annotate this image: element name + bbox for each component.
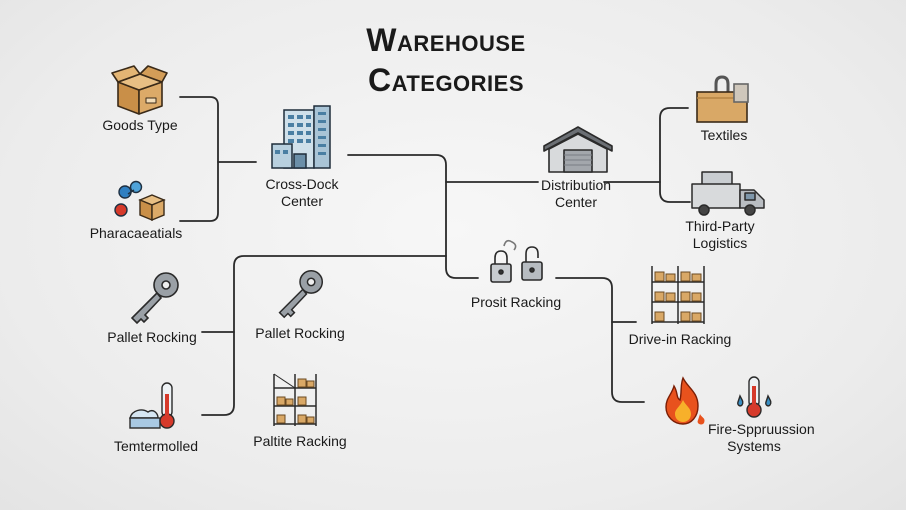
title-line2: Categories xyxy=(367,62,525,98)
key-icon xyxy=(278,270,324,319)
fire-line1: Fire-Sppruussion xyxy=(708,421,815,437)
cross-dock-line2: Center xyxy=(280,193,324,209)
fire-icon xyxy=(665,376,705,425)
box-icon xyxy=(111,65,168,115)
textile-bag-icon xyxy=(696,75,749,123)
thermometer-drops-icon xyxy=(737,376,772,418)
distribution-center-label: Distribution Center xyxy=(530,177,622,211)
goods-type-label: Goods Type xyxy=(102,117,178,133)
connector-crossdock-spine xyxy=(347,154,479,279)
cross-dock-line1: Cross-Dock xyxy=(265,176,339,192)
molecule-box-icon xyxy=(114,180,166,222)
fire-suppression-label: Fire-Sppruussion Systems xyxy=(708,421,815,455)
connector-goods-pharma xyxy=(179,96,219,222)
page-title: Warehouse Categories xyxy=(300,20,592,100)
title-line1: Warehouse xyxy=(366,22,526,58)
warehouse-icon xyxy=(543,126,613,173)
key-icon xyxy=(130,272,179,325)
pallet-rocking-left-label: Pallet Rocking xyxy=(107,329,197,345)
fire-line2: Systems xyxy=(727,438,781,454)
rack-shelving-icon xyxy=(651,266,705,324)
thermometer-icon xyxy=(129,382,175,429)
padlock-icon xyxy=(490,239,543,283)
truck-icon xyxy=(691,171,765,216)
third-party-line1: Third-Party xyxy=(685,218,755,234)
connector-spine-lower xyxy=(201,255,447,416)
pharmaceuticals-label: Pharacaeatials xyxy=(89,225,183,241)
third-party-label: Third-Party Logistics xyxy=(676,218,764,252)
prosit-racking-label: Prosit Racking xyxy=(470,294,562,310)
temperature-controlled-label: Temtermolled xyxy=(113,438,199,454)
third-party-line2: Logistics xyxy=(692,235,748,251)
textiles-label: Textiles xyxy=(700,127,748,143)
distribution-line1: Distribution xyxy=(540,177,612,193)
pallet-rocking-mid-label: Pallet Rocking xyxy=(255,325,345,341)
building-icon xyxy=(271,105,331,169)
rack-shelving-icon xyxy=(273,373,317,426)
distribution-line2: Center xyxy=(554,194,598,210)
cross-dock-label: Cross-Dock Center xyxy=(256,176,348,210)
drive-in-racking-label: Drive-in Racking xyxy=(628,331,732,347)
connector-prosit-right xyxy=(555,277,645,403)
paltite-racking-label: Paltite Racking xyxy=(253,433,347,449)
connector-textiles-thirdparty xyxy=(659,107,691,203)
